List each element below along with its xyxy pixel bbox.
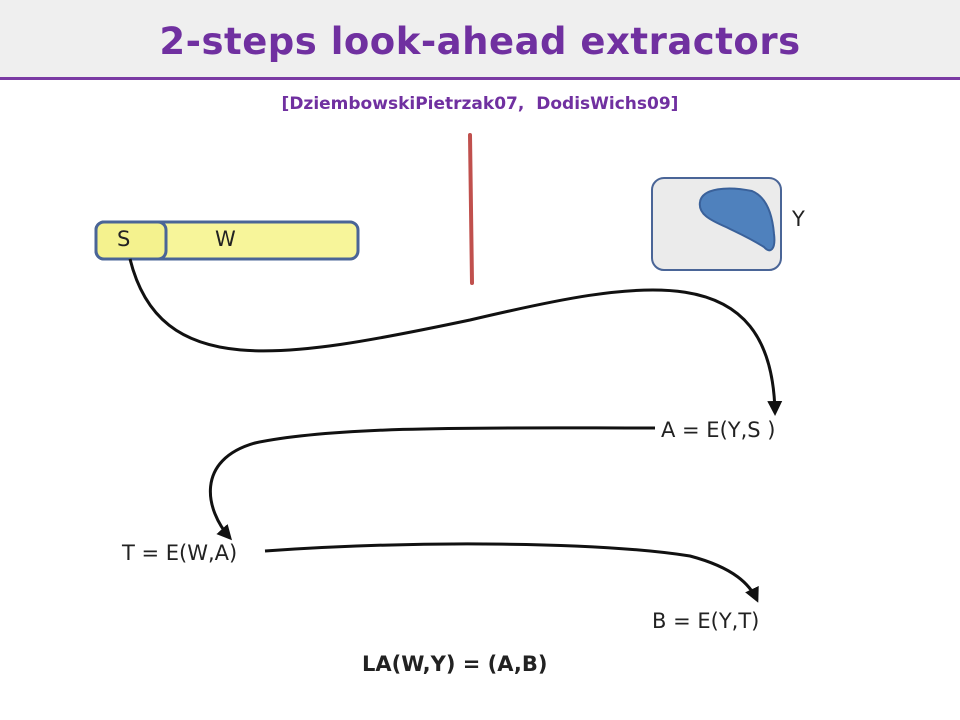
arrow-seed-to-a <box>128 258 783 416</box>
slide-title: 2-steps look-ahead extractors <box>159 20 801 63</box>
seed-segment <box>94 220 168 261</box>
seed-label: S <box>117 227 131 251</box>
citation: [DziembowskiPietrzak07, DodisWichs09] <box>281 94 679 114</box>
title-rule <box>0 77 960 80</box>
t-label: T = E(W,A) <box>122 541 238 565</box>
source-label: W <box>215 227 236 251</box>
arrow-a-to-t <box>208 426 656 541</box>
adversary-label: Y <box>792 207 805 231</box>
a-label: A = E(Y,S ) <box>661 418 776 442</box>
title-band <box>0 0 960 80</box>
adversary-blob <box>698 187 776 252</box>
result-label: LA(W,Y) = (A,B) <box>362 652 548 676</box>
party-separator-line <box>468 133 474 285</box>
arrow-t-to-b <box>264 542 759 603</box>
b-label: B = E(Y,T) <box>652 609 760 633</box>
